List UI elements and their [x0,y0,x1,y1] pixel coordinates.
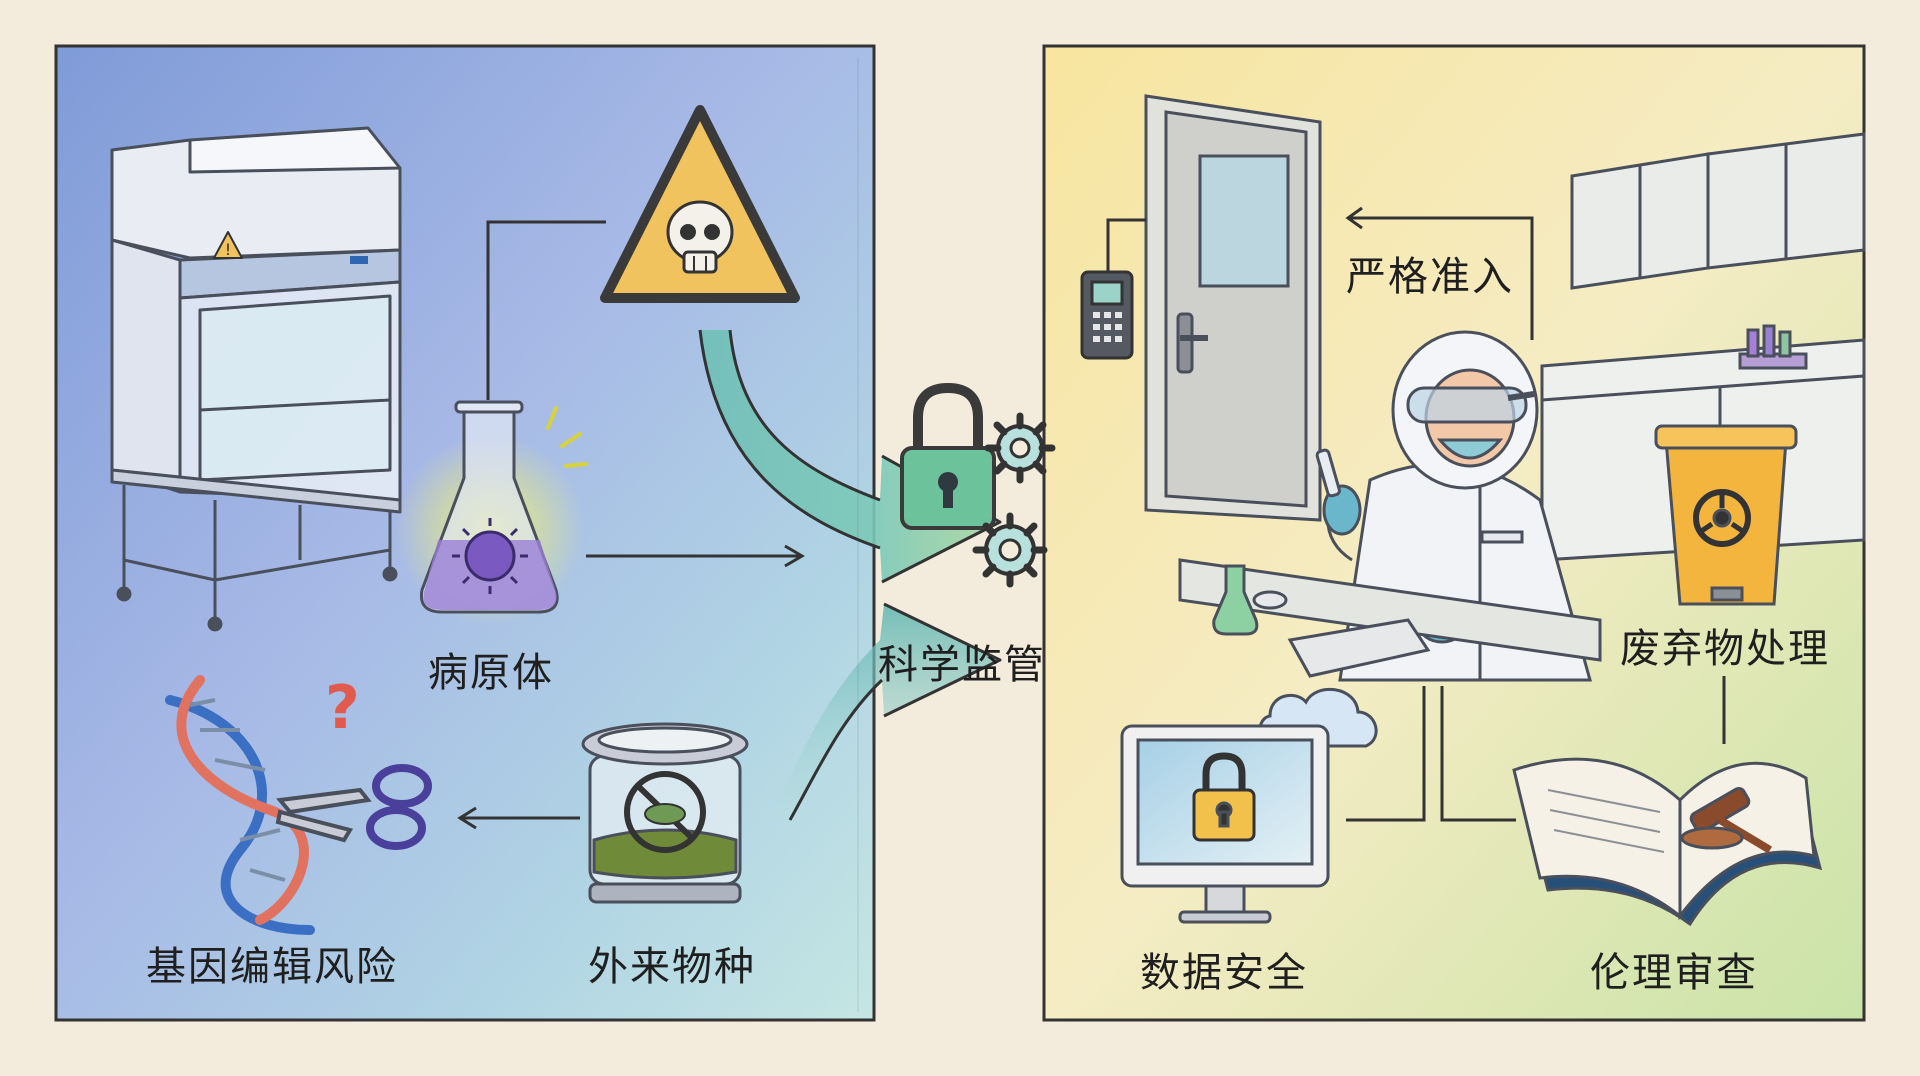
gear-icon [972,512,1048,588]
pathogen-flask-icon [395,400,588,625]
biohazard-bin-icon [1654,424,1798,606]
left-connector-lines [457,220,805,830]
central-lock-icon [900,382,996,530]
test-tube-rack-icon [1738,324,1808,370]
label-data-security: 数据安全 [1140,950,1308,996]
data-security-computer-icon [1120,687,1378,924]
dna-scissors-icon: ? [165,673,432,935]
svg-text:!: ! [225,240,231,259]
lab-door-icon [1144,94,1322,522]
gear-icon [984,412,1056,484]
wall-cabinets-icon [1540,132,1866,562]
label-invasive-species: 外来物种 [588,944,756,990]
label-gene-editing-risk: 基因编辑风险 [146,944,398,990]
access-connector-lines [1106,206,1534,340]
label-pathogen: 病原体 [428,650,554,696]
ethics-book-icon [1512,757,1823,927]
label-waste-disposal: 废弃物处理 [1620,626,1830,672]
lab-bench [1178,558,1602,678]
svg-text:?: ? [325,673,360,743]
label-scientific-supervision: 科学监管 [878,642,1046,688]
label-ethics-review: 伦理审查 [1590,950,1758,996]
biosafety-cabinet-icon: ! [110,126,402,632]
skull-warning-icon [600,105,800,303]
label-strict-access: 严格准入 [1346,254,1514,300]
bottom-connector-lines [1346,686,1516,822]
access-keypad-icon [1080,270,1134,360]
invasive-species-jar-icon [581,722,749,904]
